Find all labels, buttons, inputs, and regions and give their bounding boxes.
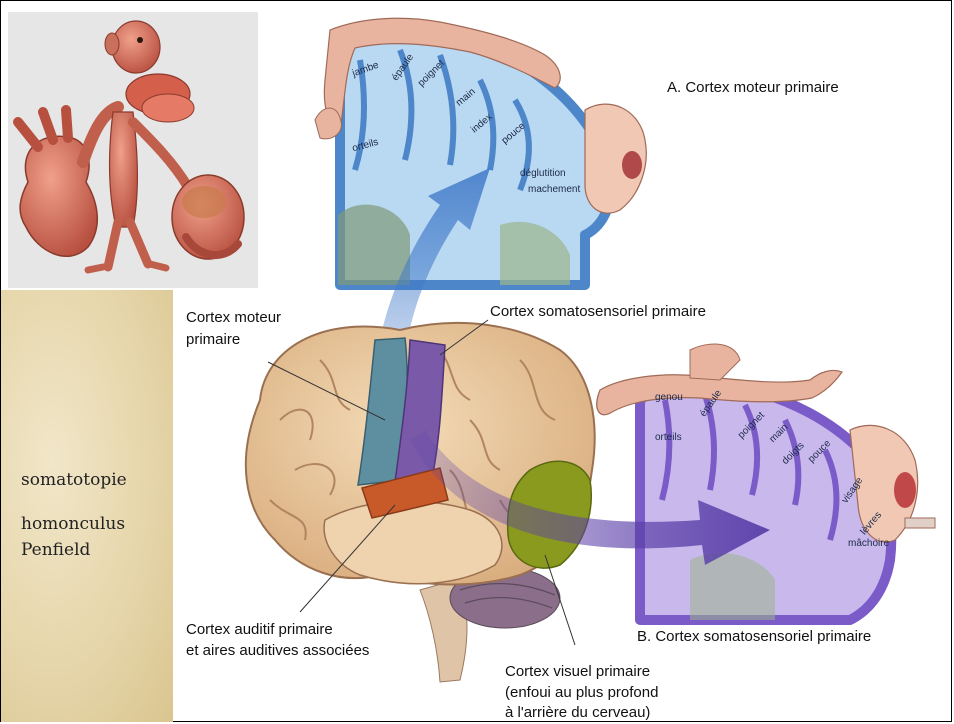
label-motor-line1: Cortex moteur bbox=[186, 308, 281, 327]
label-motor-line2: primaire bbox=[186, 330, 240, 349]
label-deglutition: déglutition bbox=[520, 168, 566, 179]
label-machoire: mâchoire bbox=[848, 538, 889, 549]
panel-a-title: A. Cortex moteur primaire bbox=[667, 78, 839, 97]
label-somatosensory: Cortex somatosensoriel primaire bbox=[490, 302, 706, 321]
label-auditif-line1: Cortex auditif primaire bbox=[186, 620, 333, 639]
motor-cortex-section bbox=[315, 18, 646, 285]
label-auditif-line2: et aires auditives associées bbox=[186, 641, 369, 660]
panel-b-title: B. Cortex somatosensoriel primaire bbox=[637, 627, 871, 646]
label-visuel-line1: Cortex visuel primaire bbox=[505, 662, 650, 681]
label-genou: genou bbox=[655, 392, 683, 403]
label-visuel-line3: à l'arrière du cerveau) bbox=[505, 703, 650, 722]
somatosensory-section bbox=[597, 344, 935, 620]
label-machement: machement bbox=[528, 184, 580, 195]
label-visuel-line2: (enfoui au plus profond bbox=[505, 683, 658, 702]
label-orteils-b: orteils bbox=[655, 432, 682, 443]
